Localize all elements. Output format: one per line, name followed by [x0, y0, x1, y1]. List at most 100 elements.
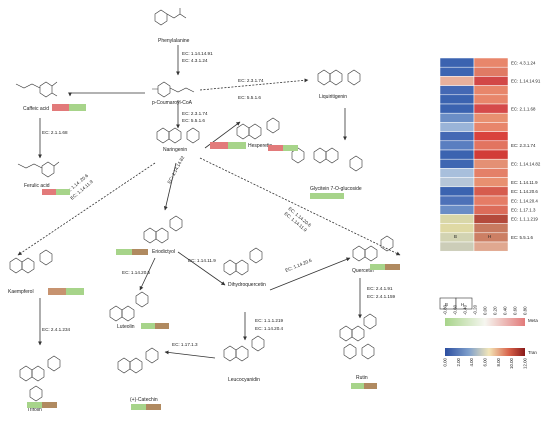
arrow-leu-cat: [164, 350, 216, 359]
heatmap-cell-h: [473, 241, 509, 252]
label-hesperetin: Hesperetin: [248, 143, 272, 149]
tran-gradient: [445, 348, 525, 356]
heatmap-cell-b: [439, 94, 475, 105]
heatmap-row-label: EC: 1.14.20.6: [511, 189, 538, 194]
bar-eriodictyol: [116, 249, 148, 255]
heatmap-cell-h: [473, 158, 509, 169]
heatmap-cell-b: [439, 223, 475, 234]
label-rutin: Rutin: [356, 375, 368, 381]
legend-tick: 0.20: [493, 306, 498, 315]
heatmap-row-label: EC: 1.14.20.4: [511, 198, 538, 203]
heatmap-cell-h: [473, 66, 509, 77]
legend-b-label: B: [445, 302, 448, 307]
heatmap-cell-b: [439, 140, 475, 151]
heatmap-cell-h: [473, 223, 509, 234]
ec-leu-cat: EC: 1.17.1.3: [172, 342, 198, 347]
heatmap-cell-h: [473, 131, 509, 142]
metabolite-bars: [27, 104, 400, 410]
bar-luteolin: [141, 323, 169, 329]
ec-que-rut-a: EC: 2.4.1.91: [367, 286, 393, 291]
label-eriodictyol: Eriodictyol: [152, 249, 175, 255]
heatmap-cell-h: [473, 186, 509, 197]
structure-eriodictyol: [143, 215, 183, 244]
structure-dihydroquercetin: [223, 247, 263, 276]
ec-nar-top: EC: 2.3.1.74: [182, 111, 208, 116]
label-caffeic: Caffeic acid: [23, 106, 49, 112]
meta-gradient: [445, 318, 525, 326]
heatmap-cell-b: [439, 195, 475, 206]
bar-ferulic: [42, 189, 70, 195]
bar-naringenin: [210, 142, 246, 149]
heatmap-cell-h: [473, 94, 509, 105]
heatmap-row-label: EC: 4.3.1.24: [511, 60, 536, 65]
heatmap-cell-h: [473, 204, 509, 215]
meta-label: Meta: [528, 318, 538, 323]
heatmap-row-label: EC: 1.14.11.9: [511, 180, 538, 185]
legend-tick: -0.80: [443, 304, 448, 315]
heatmap-cell-b: [439, 66, 475, 77]
heatmap-cell-b: [439, 204, 475, 215]
legend-tick: 4.00: [469, 357, 474, 366]
heatmap-cell-h: [473, 177, 509, 188]
ec-dhq-que: EC: 1.14.20.6: [285, 258, 313, 273]
heatmap-row-label: EC: 2.1.1.68: [511, 106, 536, 111]
ec-phe-top: EC: 1.14.14.91: [182, 51, 213, 56]
legend-tick: 0.60: [513, 306, 518, 315]
heatmap-cell-h: [473, 122, 509, 132]
legend-tick: 0.80: [523, 306, 528, 315]
heatmap-cell-b: [439, 149, 475, 160]
legend-tick: -0.20: [473, 304, 478, 315]
structure-ferulic: [17, 161, 60, 178]
bar-trifolin: [27, 402, 57, 408]
structure-coumaroyl: [152, 81, 195, 98]
label-trifolin: Trifolin: [27, 407, 42, 413]
legend-tick: 12.00: [523, 357, 528, 369]
heatmap-cell-h: [473, 149, 509, 160]
heatmap-row-label: EC: 1.14.14.91: [511, 79, 541, 84]
structure-caffeic: [15, 81, 58, 98]
structure-naringenin: [156, 127, 200, 144]
heatmap-cell-h: [473, 112, 509, 123]
heatmap-cell-b: [439, 57, 475, 68]
label-leucocyanidin: Leucocyanidin: [228, 377, 260, 383]
arrow-cou-liq: [199, 78, 309, 91]
heatmap-cell-b: [439, 131, 475, 142]
structure-rutin: [339, 313, 377, 360]
arrow-nar-que: [199, 157, 401, 256]
bar-hesperetin: [268, 145, 298, 151]
heatmap-row-label: EC: 1.14.14.82: [511, 161, 541, 166]
heatmap-cell-b: [439, 214, 475, 224]
structure-hesperetin: [236, 117, 280, 140]
heatmap-row-label: EC: 1.17.1.3: [511, 207, 536, 212]
heatmap-cell-b: [439, 177, 475, 188]
structure-leucocyanidin: [223, 335, 265, 362]
label-luteolin: Luteolin: [117, 324, 135, 330]
legend-h-box: [455, 297, 473, 310]
bar-kaempferol: [48, 288, 84, 295]
heatmap-cell-b: [439, 168, 475, 178]
ec-kae-tri: EC: 2.4.1.234: [42, 327, 71, 332]
legend-tick: -0.40: [463, 304, 468, 315]
arrow-eri-dhq: [177, 251, 226, 286]
heatmap-cell-b: [439, 112, 475, 123]
legend-tick: 0.40: [503, 306, 508, 315]
ec-liq-top: EC: 2.3.1.74: [238, 78, 264, 83]
legend-tick: 10.00: [509, 357, 514, 369]
bar-catechin: [131, 404, 161, 410]
label-ferulic: Ferulic acid: [24, 183, 50, 189]
heatmap-cell-b: [439, 76, 475, 86]
arrow-nar-eri: [163, 162, 177, 211]
ec-nar-bot: EC: 5.5.1.6: [182, 118, 205, 123]
ec-caf: EC: 2.1.1.68: [42, 130, 68, 135]
ec-eri: EC: 1.14.14.82: [166, 155, 185, 185]
heatmap-cell-b: [439, 122, 475, 132]
ec-eri-lut: EC: 1.14.20.5: [122, 270, 151, 275]
heatmap-cell-h: [473, 85, 509, 96]
arrow-dhq-que: [269, 257, 351, 291]
